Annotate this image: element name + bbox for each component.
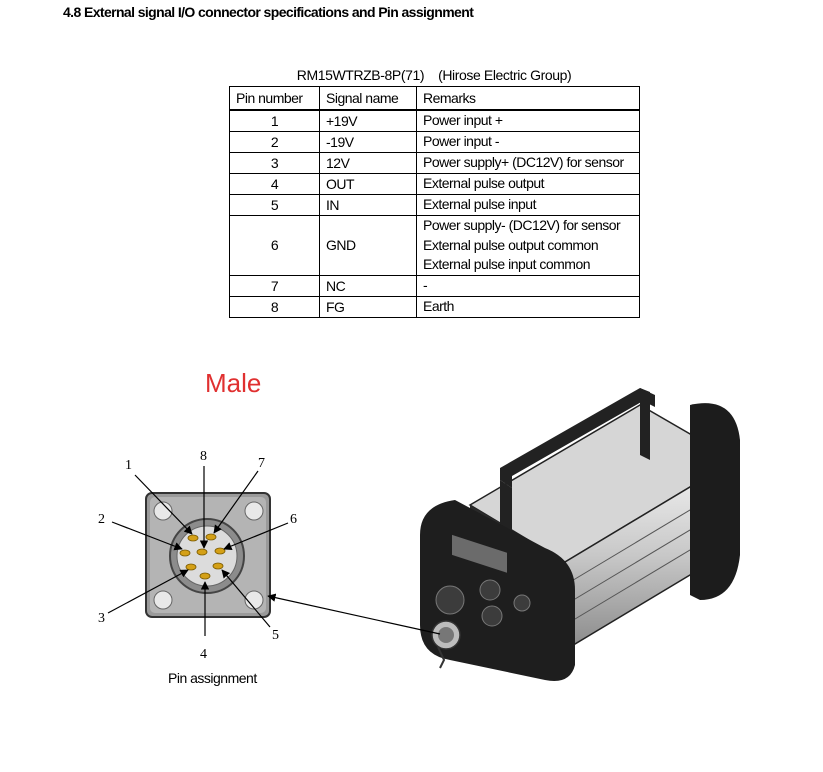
pin-label-7: 7	[258, 456, 265, 471]
pin-number-cell: 8	[229, 295, 320, 318]
device-housing-icon	[420, 388, 740, 681]
pin-label-6: 6	[290, 512, 297, 527]
remark-line: Power input +	[423, 112, 503, 129]
pin-table-header-row: Pin number Signal name Remarks	[229, 86, 640, 111]
pin-label-8: 8	[200, 449, 207, 464]
connector-pointer-arrow	[267, 593, 441, 635]
connector-face-icon	[145, 492, 271, 618]
remark-line: Power supply+ (DC12V) for sensor	[423, 154, 624, 171]
remark-line: Earth	[423, 297, 454, 314]
signal-name-cell: FG	[319, 295, 417, 318]
remark-line: External pulse output	[423, 175, 545, 192]
remarks-cell: Earth	[416, 295, 640, 318]
figure-caption: Pin assignment	[168, 670, 257, 686]
remark-line: Power supply- (DC12V) for sensor	[423, 217, 621, 233]
pin-leader-lines	[107, 466, 289, 636]
remarks-cell: External pulse input	[416, 194, 640, 216]
remark-line: Power input -	[423, 133, 499, 150]
gender-label: Male	[205, 368, 262, 398]
remark-line: External pulse output common	[423, 236, 599, 253]
connector-part-caption: RM15WTRZB-8P(71) (Hirose Electric Group)	[296, 67, 572, 83]
remark-line: -	[423, 276, 428, 293]
signal-name-cell: GND	[319, 215, 417, 276]
header-pin-number: Pin number	[229, 86, 320, 111]
remark-line: External pulse input	[423, 196, 536, 213]
header-signal-name: Signal name	[319, 86, 417, 111]
pin-label-5: 5	[272, 628, 279, 643]
pin-label-4: 4	[200, 647, 207, 662]
signal-name-cell: +19V	[319, 109, 417, 132]
pin-number-cell: 6	[229, 215, 320, 276]
remark-line: External pulse input common	[423, 256, 591, 272]
pin-label-2: 2	[98, 512, 105, 527]
section-heading: 4.8 External signal I/O connector specif…	[63, 4, 474, 20]
signal-name-cell: IN	[319, 194, 417, 216]
header-remarks: Remarks	[416, 86, 640, 111]
pin-label-3: 3	[98, 611, 105, 626]
pin-label-1: 1	[125, 458, 132, 473]
